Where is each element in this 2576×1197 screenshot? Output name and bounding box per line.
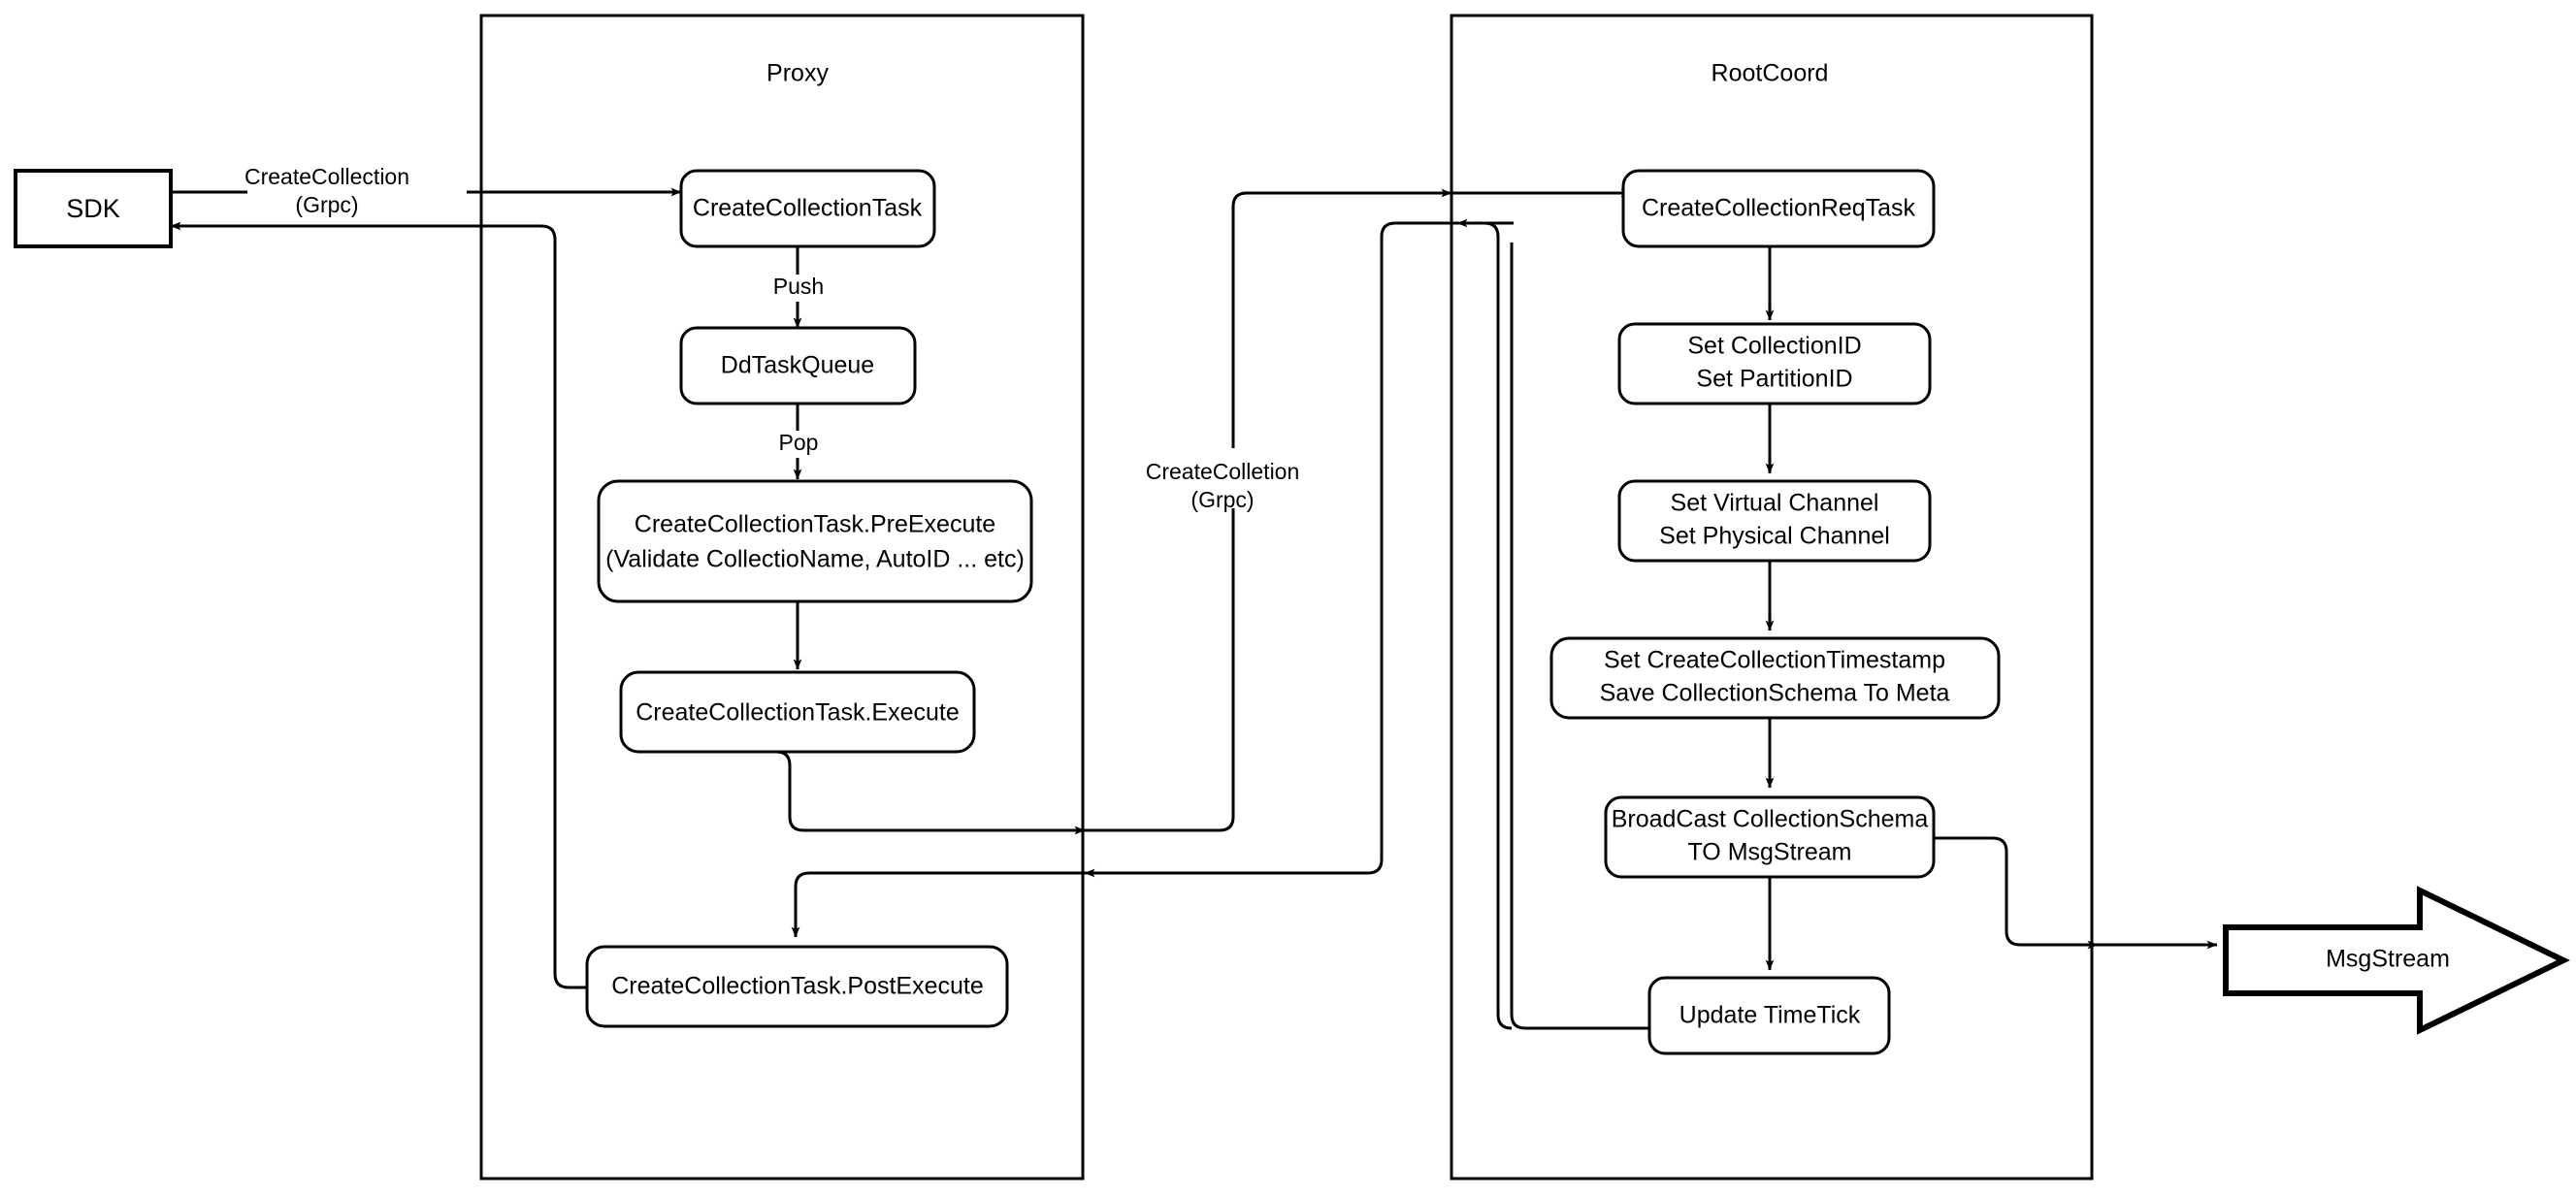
pre-execute-box[interactable] (597, 479, 1033, 603)
node-sdk[interactable]: SDK (14, 169, 173, 248)
sdk-box[interactable] (14, 169, 173, 248)
set-timestamp-box[interactable] (1549, 636, 2001, 720)
set-ids-box[interactable] (1617, 322, 1932, 405)
edge-label-push: Push (766, 274, 831, 302)
broadcast-label-line2: TO MsgStream (1687, 839, 1851, 866)
post-execute-label: CreateCollectionTask.PostExecute (611, 973, 984, 1000)
edge-label-pop-text: Pop (779, 430, 819, 455)
edge-label-pop-bg (770, 431, 827, 458)
edge-label-push-bg (766, 275, 831, 302)
proxy-container-label: Proxy (766, 60, 829, 87)
node-pre-execute[interactable]: CreateCollectionTask.PreExecute (Validat… (597, 479, 1033, 603)
dd-task-queue-box[interactable] (679, 326, 917, 405)
edge-execute-to-create-collection-req-task (774, 188, 1632, 832)
node-update-timetick[interactable]: Update TimeTick (1647, 976, 1891, 1055)
node-create-collection-task[interactable]: CreateCollectionTask (679, 169, 936, 248)
broadcast-box[interactable] (1604, 795, 1936, 879)
set-ids-label-line1: Set CollectionID (1687, 333, 1861, 360)
edge-label-proxy-to-rootcoord-line1: CreateColletion (1146, 459, 1300, 484)
create-collection-req-task-box[interactable] (1621, 169, 1936, 248)
edge-label-push-text: Push (773, 274, 824, 299)
pre-execute-label-line2: (Validate CollectioName, AutoID ... etc) (605, 546, 1025, 573)
update-timetick-box[interactable] (1647, 976, 1891, 1055)
update-timetick-label: Update TimeTick (1679, 1002, 1861, 1029)
create-collection-req-task-label: CreateCollectionReqTask (1642, 195, 1916, 222)
execute-box[interactable] (619, 670, 976, 754)
edge-post-execute-to-sdk (170, 221, 587, 989)
msgstream-block-arrow[interactable] (2223, 886, 2570, 1035)
node-msgstream[interactable]: MsgStream (2223, 886, 2570, 1035)
edge-label-sdk-to-proxy-line1: CreateCollection (245, 164, 409, 189)
sdk-label: SDK (66, 194, 120, 223)
edge-update-timetick-to-return-bus (1510, 243, 1671, 1030)
create-collection-task-box[interactable] (679, 169, 936, 248)
edge-label-sdk-to-proxy-bg (247, 163, 467, 223)
execute-label: CreateCollectionTask.Execute (636, 699, 960, 727)
set-channels-label-line2: Set Physical Channel (1659, 523, 1890, 550)
create-collection-task-label: CreateCollectionTask (693, 195, 923, 222)
broadcast-label-line1: BroadCast CollectionSchema (1612, 806, 1929, 833)
edge-rootcoord-return-to-post-execute (791, 221, 1513, 1030)
edge-label-pop: Pop (770, 430, 827, 458)
node-execute[interactable]: CreateCollectionTask.Execute (619, 670, 976, 754)
edge-label-proxy-to-rootcoord: CreateColletion (Grpc) (1133, 448, 1337, 512)
dd-task-queue-label: DdTaskQueue (721, 352, 874, 379)
node-set-channels[interactable]: Set Virtual Channel Set Physical Channel (1617, 479, 1932, 563)
edge-broadcast-to-msgstream (1934, 836, 2218, 950)
rootcoord-container-label: RootCoord (1712, 60, 1829, 87)
node-broadcast[interactable]: BroadCast CollectionSchema TO MsgStream (1604, 795, 1936, 879)
node-post-execute[interactable]: CreateCollectionTask.PostExecute (585, 945, 1009, 1028)
pre-execute-label-line1: CreateCollectionTask.PreExecute (635, 511, 995, 538)
node-create-collection-req-task[interactable]: CreateCollectionReqTask (1621, 169, 1936, 248)
node-set-timestamp[interactable]: Set CreateCollectionTimestamp Save Colle… (1549, 636, 2001, 720)
edge-label-sdk-to-proxy: CreateCollection (Grpc) (245, 163, 467, 223)
node-dd-task-queue[interactable]: DdTaskQueue (679, 326, 917, 405)
node-set-ids[interactable]: Set CollectionID Set PartitionID (1617, 322, 1932, 405)
set-timestamp-label-line1: Set CreateCollectionTimestamp (1604, 647, 1945, 674)
msgstream-label: MsgStream (2326, 946, 2450, 973)
set-channels-box[interactable] (1617, 479, 1932, 563)
post-execute-box[interactable] (585, 945, 1009, 1028)
edge-label-proxy-to-rootcoord-line2: (Grpc) (1190, 487, 1254, 512)
set-ids-label-line2: Set PartitionID (1696, 366, 1852, 393)
set-channels-label-line1: Set Virtual Channel (1671, 490, 1879, 517)
edge-label-sdk-to-proxy-line2: (Grpc) (295, 192, 358, 217)
set-timestamp-label-line2: Save CollectionSchema To Meta (1600, 680, 1950, 707)
edge-label-proxy-to-rootcoord-bg (1133, 448, 1337, 508)
